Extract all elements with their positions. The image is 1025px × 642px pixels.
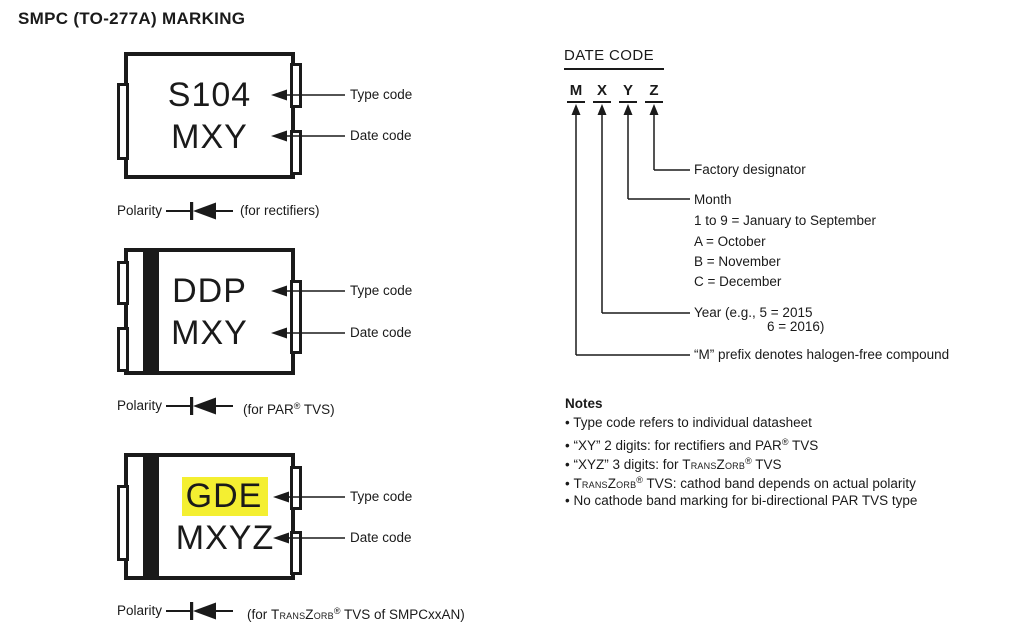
year-label-line1: Year (e.g., 5 = 2015	[694, 305, 813, 320]
date-code-label: Date code	[350, 530, 412, 545]
month-value: B = November	[694, 254, 781, 269]
date-code-connector-x	[593, 101, 690, 314]
polarity-note-rectifier: (for rectifiers)	[240, 203, 320, 218]
year-label-line2: 6 = 2016)	[767, 319, 825, 334]
notes-heading: Notes	[565, 396, 603, 411]
month-value: C = December	[694, 274, 782, 289]
diode-symbol	[166, 202, 233, 220]
note-item: • Type code refers to individual datashe…	[565, 415, 812, 430]
terminal-tab	[290, 280, 302, 354]
terminal-tab	[290, 531, 302, 575]
factory-designator-label: Factory designator	[694, 162, 806, 177]
package-marking: S104 MXY	[128, 56, 291, 175]
diode-symbol	[166, 397, 233, 415]
polarity-label: Polarity	[117, 203, 163, 218]
package-marking: DDP MXY	[128, 252, 291, 371]
date-code-label: Date code	[350, 128, 412, 143]
date-code-connector-z	[645, 101, 690, 171]
transzorb-brand: TransZorb	[682, 457, 746, 472]
date-code-letter-y: Y	[622, 82, 633, 99]
package-outline-rectifier: S104 MXY	[117, 52, 302, 179]
polarity-note-transzorb: (for TransZorb® TVS of SMPCxxAN)	[247, 606, 465, 622]
marking-date-code: MXY	[171, 117, 248, 156]
date-code-heading: DATE CODE	[564, 47, 664, 70]
terminal-tab	[290, 130, 302, 175]
marking-type-code: S104	[167, 75, 252, 114]
transzorb-brand: TransZorb	[271, 607, 334, 622]
date-code-connector-y	[619, 101, 690, 200]
polarity-label: Polarity	[117, 398, 163, 413]
page-title: SMPC (TO-277A) MARKING	[18, 9, 246, 28]
polarity-label: Polarity	[117, 603, 163, 618]
note-item: • TransZorb® TVS: cathod band depends on…	[565, 475, 916, 491]
terminal-tab	[117, 83, 129, 160]
month-value: 1 to 9 = January to September	[694, 213, 876, 228]
m-prefix-label: “M” prefix denotes halogen-free compound	[694, 347, 950, 362]
date-code-letter-m: M	[569, 82, 583, 99]
cathode-band	[143, 252, 159, 371]
transzorb-brand: TransZorb	[573, 476, 637, 491]
cathode-band	[143, 457, 159, 576]
date-code-label: Date code	[350, 325, 412, 340]
package-marking: GDE MXYZ	[159, 457, 291, 576]
marking-date-code: MXY	[171, 313, 248, 352]
terminal-tab	[290, 63, 302, 108]
type-code-label: Type code	[350, 283, 413, 298]
polarity-note-par: (for PAR® TVS)	[243, 401, 335, 417]
date-code-letter-x: X	[596, 82, 607, 99]
date-code-letter-z: Z	[649, 82, 659, 99]
terminal-tab	[290, 466, 302, 510]
note-item: • No cathode band marking for bi-directi…	[565, 493, 918, 508]
month-label: Month	[694, 192, 732, 207]
terminal-tab	[117, 261, 129, 305]
terminal-tab	[117, 327, 129, 372]
diode-symbol	[166, 602, 233, 620]
package-outline-transzorb-tvs: GDE MXYZ	[117, 453, 302, 580]
highlighted-type-code: GDE	[181, 476, 269, 516]
marking-date-code: MXYZ	[175, 518, 275, 557]
marking-type-code: GDE	[181, 475, 269, 517]
note-item: • “XY” 2 digits: for rectifiers and PAR®…	[565, 437, 819, 453]
date-code-connector-m	[567, 101, 690, 356]
terminal-tab	[117, 485, 129, 561]
marking-type-code: DDP	[172, 271, 247, 310]
type-code-label: Type code	[350, 489, 413, 504]
note-item: • “XYZ” 3 digits: for TransZorb® TVS	[565, 456, 782, 472]
type-code-label: Type code	[350, 87, 413, 102]
package-outline-par-tvs: DDP MXY	[117, 248, 302, 375]
month-value: A = October	[694, 234, 766, 249]
